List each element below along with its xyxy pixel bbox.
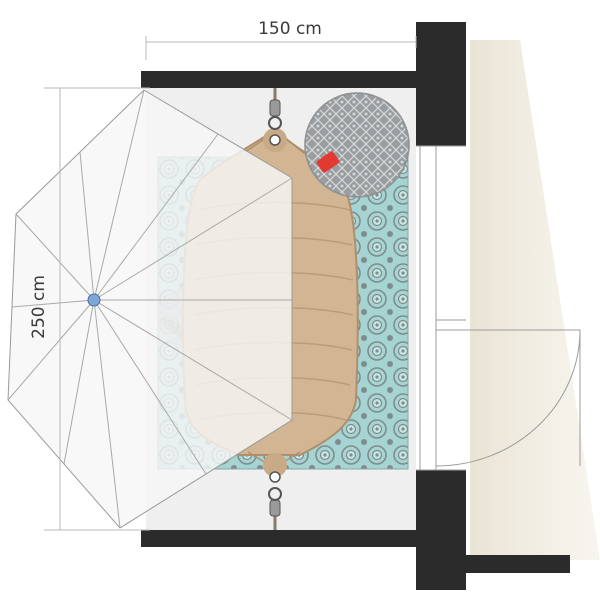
right-ledge [466, 555, 570, 573]
width-dimension-label: 150 cm [258, 19, 322, 39]
height-dimension-line [44, 87, 150, 531]
pouf-icon [304, 92, 410, 198]
right-wall-upper [416, 22, 466, 146]
hook-icon [268, 471, 282, 530]
parasol-icon [7, 89, 293, 529]
right-wall-lower [416, 470, 466, 590]
hook-icon [268, 88, 282, 146]
door-swing-arc [435, 329, 581, 467]
bottom-wall [141, 530, 416, 547]
light-beam [470, 40, 600, 560]
width-dimension-line [145, 36, 417, 60]
top-wall [141, 71, 416, 88]
height-dimension-label: 250 cm [29, 275, 49, 339]
parasol-pole [87, 293, 101, 307]
